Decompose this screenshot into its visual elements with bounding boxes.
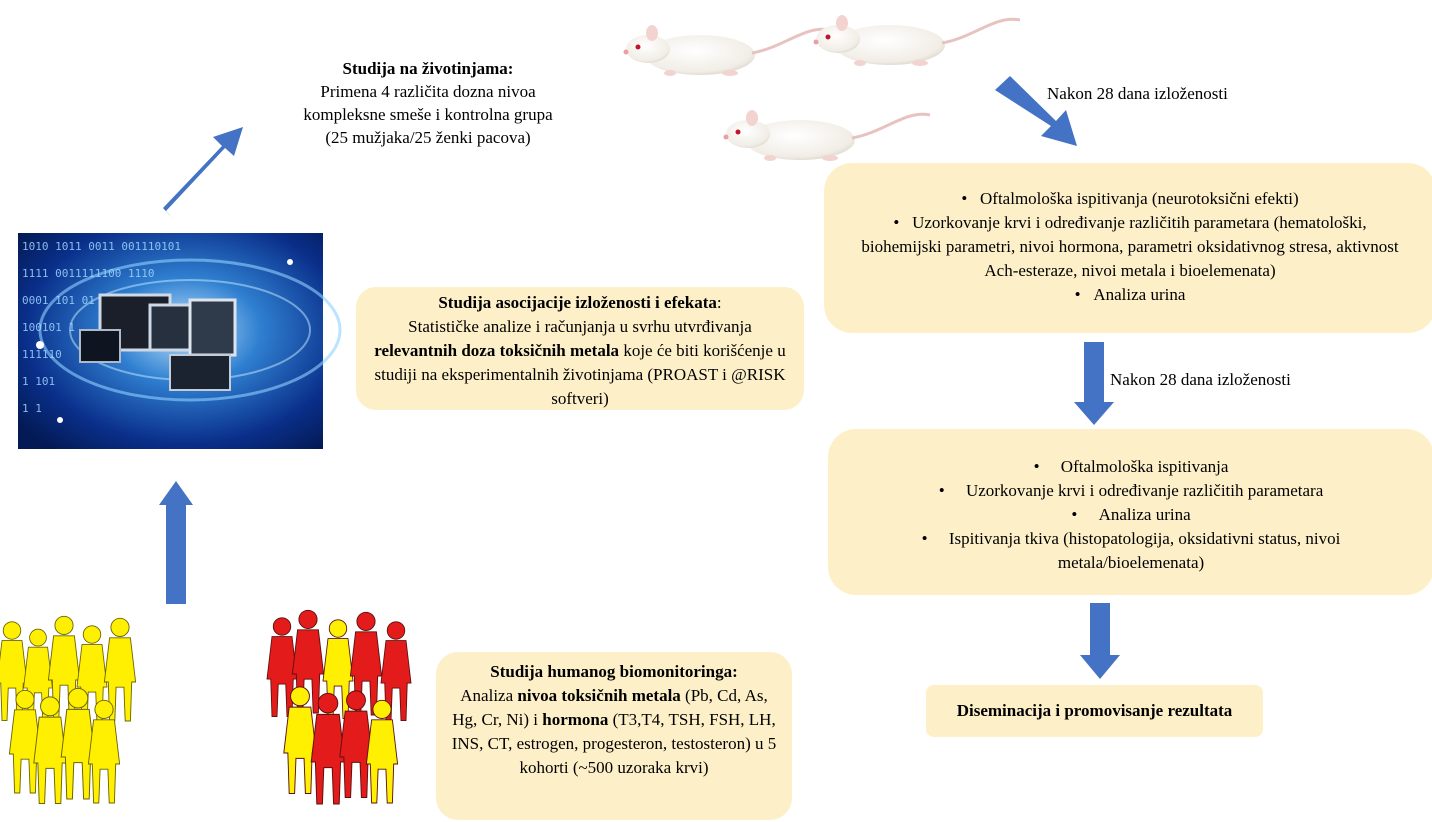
binary-row: 100101 1: [22, 321, 75, 334]
human-study-title: Studija humanog biomonitoringa:: [490, 662, 738, 681]
people-group-yellow: [0, 615, 137, 805]
binary-row: 0001 101 01: [22, 294, 95, 307]
stage2-item-4: • Ispitivanja tkiva (histopatologija, ok…: [921, 529, 1341, 572]
dissemination-box: Diseminacija i promovisanje rezultata: [926, 685, 1263, 737]
arrow-rats-to-stage1: [995, 76, 1077, 146]
animal-study-line-2: kompleksne smeše i kontrolna grupa: [303, 105, 553, 124]
association-study-title: Studija asocijacije izloženosti i efekat…: [438, 293, 717, 312]
stage2-item-3: • Analiza urina: [1071, 505, 1191, 524]
animal-study-line-1: Primena 4 različita dozna nivoa: [320, 82, 536, 101]
stage1-item-2: • Uzorkovanje krvi i određivanje različi…: [861, 213, 1399, 280]
human-study-box: Studija humanog biomonitoringa: Analiza …: [436, 652, 792, 820]
arrow-to-animal-study: [163, 127, 243, 220]
dissemination-label: Diseminacija i promovisanje rezultata: [956, 701, 1233, 720]
stage2-box: • Oftalmološka ispitivanja • Uzorkovanje…: [828, 429, 1432, 595]
stage2-item-1: • Oftalmološka ispitivanja: [1033, 457, 1229, 476]
people-group-red: [266, 609, 412, 805]
association-study-highlight: relevantnih doza toksičnih metala: [374, 341, 620, 360]
arrow-stage1-to-stage2: [1074, 342, 1114, 425]
exposure-label-2: Nakon 28 dana izloženosti: [1110, 370, 1291, 389]
computer-image: 1010 1011 0011 001110101 1111 0011111100 …: [18, 233, 342, 449]
arrow-stage2-to-dissemination: [1080, 603, 1120, 679]
stage2-item-2: • Uzorkovanje krvi i određivanje različi…: [938, 481, 1324, 500]
rat-image-1: [622, 23, 832, 78]
arrow-up-to-computer: [159, 481, 193, 604]
binary-row: 111110: [22, 348, 62, 361]
binary-row: 1 101: [22, 375, 55, 388]
binary-row: 1111 0011111100 1110: [22, 267, 154, 280]
animal-study-line-3: (25 mužjaka/25 ženki pacova): [325, 128, 531, 147]
animal-study-text: Studija na životinjama: Primena 4 različ…: [258, 57, 598, 149]
binary-row: 1 1: [22, 402, 42, 415]
exposure-label-1: Nakon 28 dana izloženosti: [1047, 84, 1228, 103]
rat-image-3: [722, 108, 932, 163]
binary-row: 1010 1011 0011 001110101: [22, 240, 181, 253]
rat-image-2: [812, 13, 1022, 68]
stage1-item-1: • Oftalmološka ispitivanja (neurotoksičn…: [961, 189, 1299, 208]
stage1-box: • Oftalmološka ispitivanja (neurotoksičn…: [824, 163, 1432, 333]
stage1-item-3: • Analiza urina: [1074, 285, 1186, 304]
association-study-box: Studija asocijacije izloženosti i efekat…: [356, 287, 804, 410]
animal-study-title: Studija na životinjama:: [342, 59, 514, 78]
